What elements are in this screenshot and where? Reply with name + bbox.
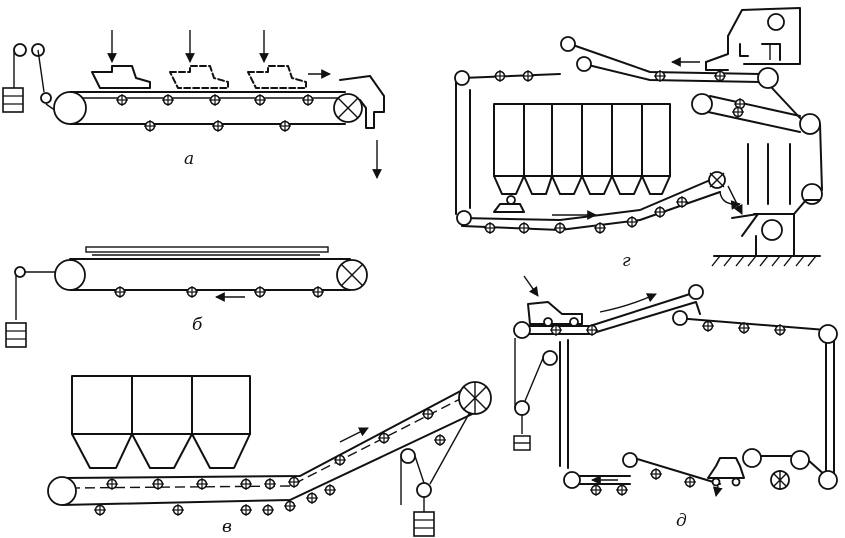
tension-device <box>400 411 471 512</box>
end-pulley <box>336 259 368 291</box>
head-pulley <box>708 171 726 189</box>
diagram-v: в <box>47 375 492 537</box>
feeder-3 <box>247 30 307 89</box>
drive-pulley <box>770 470 790 490</box>
label-g: г <box>622 251 631 271</box>
counterweight <box>2 87 24 113</box>
head-pulley <box>458 381 492 415</box>
diagram-d: д <box>513 275 838 531</box>
feeder-2 <box>169 30 229 89</box>
tripper-machine <box>705 7 801 71</box>
feeder-1 <box>91 30 151 89</box>
feeder-cart <box>493 195 597 220</box>
counterweight <box>513 435 531 451</box>
ground-hatching <box>711 255 817 267</box>
discharge-chute <box>339 75 385 179</box>
drive-pulley <box>53 91 87 125</box>
belt-loop <box>519 293 835 485</box>
label-d: д <box>676 511 687 531</box>
tension-pulley <box>13 43 45 88</box>
belt <box>45 91 346 125</box>
loading-cart <box>707 457 745 497</box>
hopper-bank <box>493 103 671 195</box>
belt <box>69 258 351 291</box>
label-a: а <box>184 149 194 169</box>
material-on-belt <box>85 246 329 256</box>
end-pulley <box>333 93 363 123</box>
counterweight <box>413 511 435 537</box>
tension-device <box>514 338 558 434</box>
label-v: в <box>222 517 232 537</box>
tail-pulley <box>47 476 77 506</box>
diagram-b: б <box>5 246 368 348</box>
label-b: б <box>192 315 203 335</box>
bunker-structure <box>711 143 821 267</box>
feeder-cart <box>527 301 583 327</box>
hopper-bank <box>71 375 251 469</box>
diagram-a: а <box>2 30 385 179</box>
drive-pulley <box>54 259 86 291</box>
diagram-g: г <box>454 7 823 271</box>
